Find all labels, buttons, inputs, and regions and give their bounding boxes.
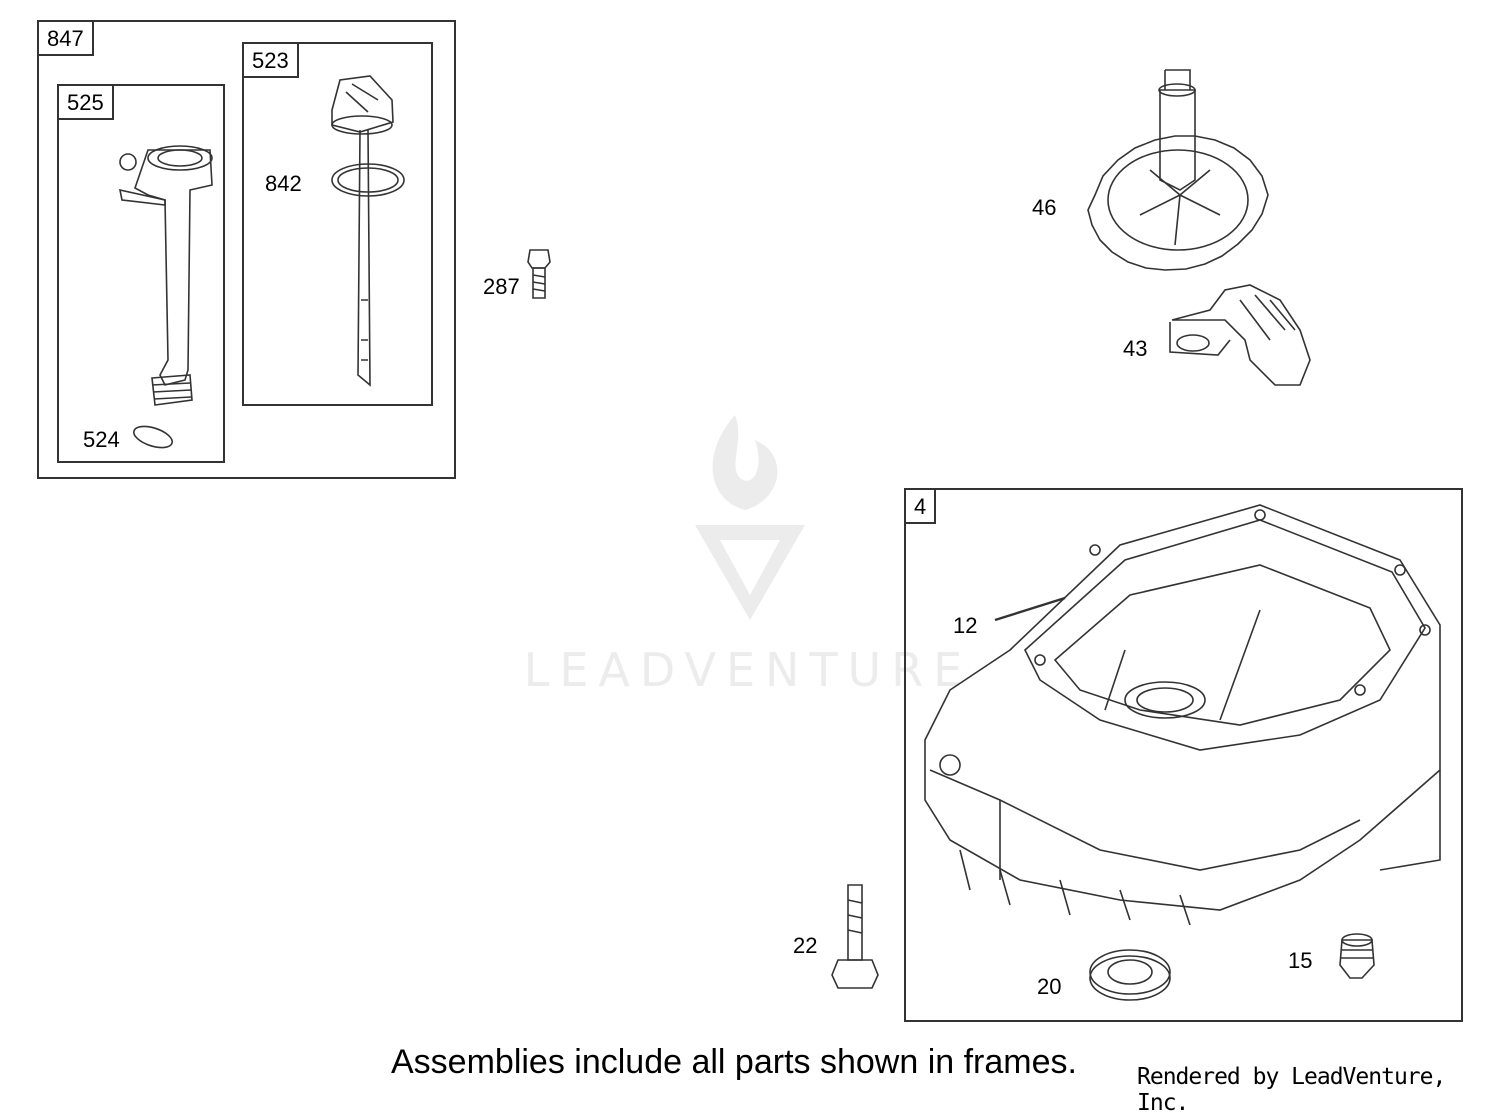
assembly-number-525: 525 [57,84,114,120]
governor-drawing [1169,284,1311,386]
assembly-number-4: 4 [904,488,937,524]
assembly-number-847: 847 [37,20,94,56]
plug-15-drawing [1339,933,1375,979]
crankcase-cover-drawing [924,504,1441,926]
render-credit: Rendered by LeadVenture, Inc. [1137,1064,1446,1116]
part-number-15: 15 [1288,948,1313,973]
seal-20-drawing [1089,949,1171,1001]
part-number-22: 22 [793,933,818,958]
part-number-20: 20 [1037,974,1062,999]
assembly-frame-525: 525 [57,84,225,463]
part-number-842: 842 [265,171,302,196]
bolt-22-drawing [831,884,879,989]
assembly-number-523: 523 [242,42,299,78]
o-ring-524-drawing [132,425,174,449]
watermark-logo [695,415,805,620]
part-number-46: 46 [1032,195,1057,220]
watermark-text: LEADVENTURE [524,643,973,697]
assembly-frame-4: 4 [904,488,1463,1022]
camshaft-gear-drawing [1087,69,1269,271]
assembly-frame-523: 523 [242,42,433,406]
oil-fill-tube-drawing [118,145,213,406]
part-number-287: 287 [483,274,520,299]
part-number-12: 12 [953,613,978,638]
screw-287-drawing [527,249,551,299]
dipstick-drawing [331,75,405,387]
assemblies-note: Assemblies include all parts shown in fr… [391,1043,1077,1081]
leader-line-12 [994,596,1066,622]
part-number-524: 524 [83,427,120,452]
assembly-frame-847: 847 [37,20,456,479]
part-number-43: 43 [1123,336,1148,361]
